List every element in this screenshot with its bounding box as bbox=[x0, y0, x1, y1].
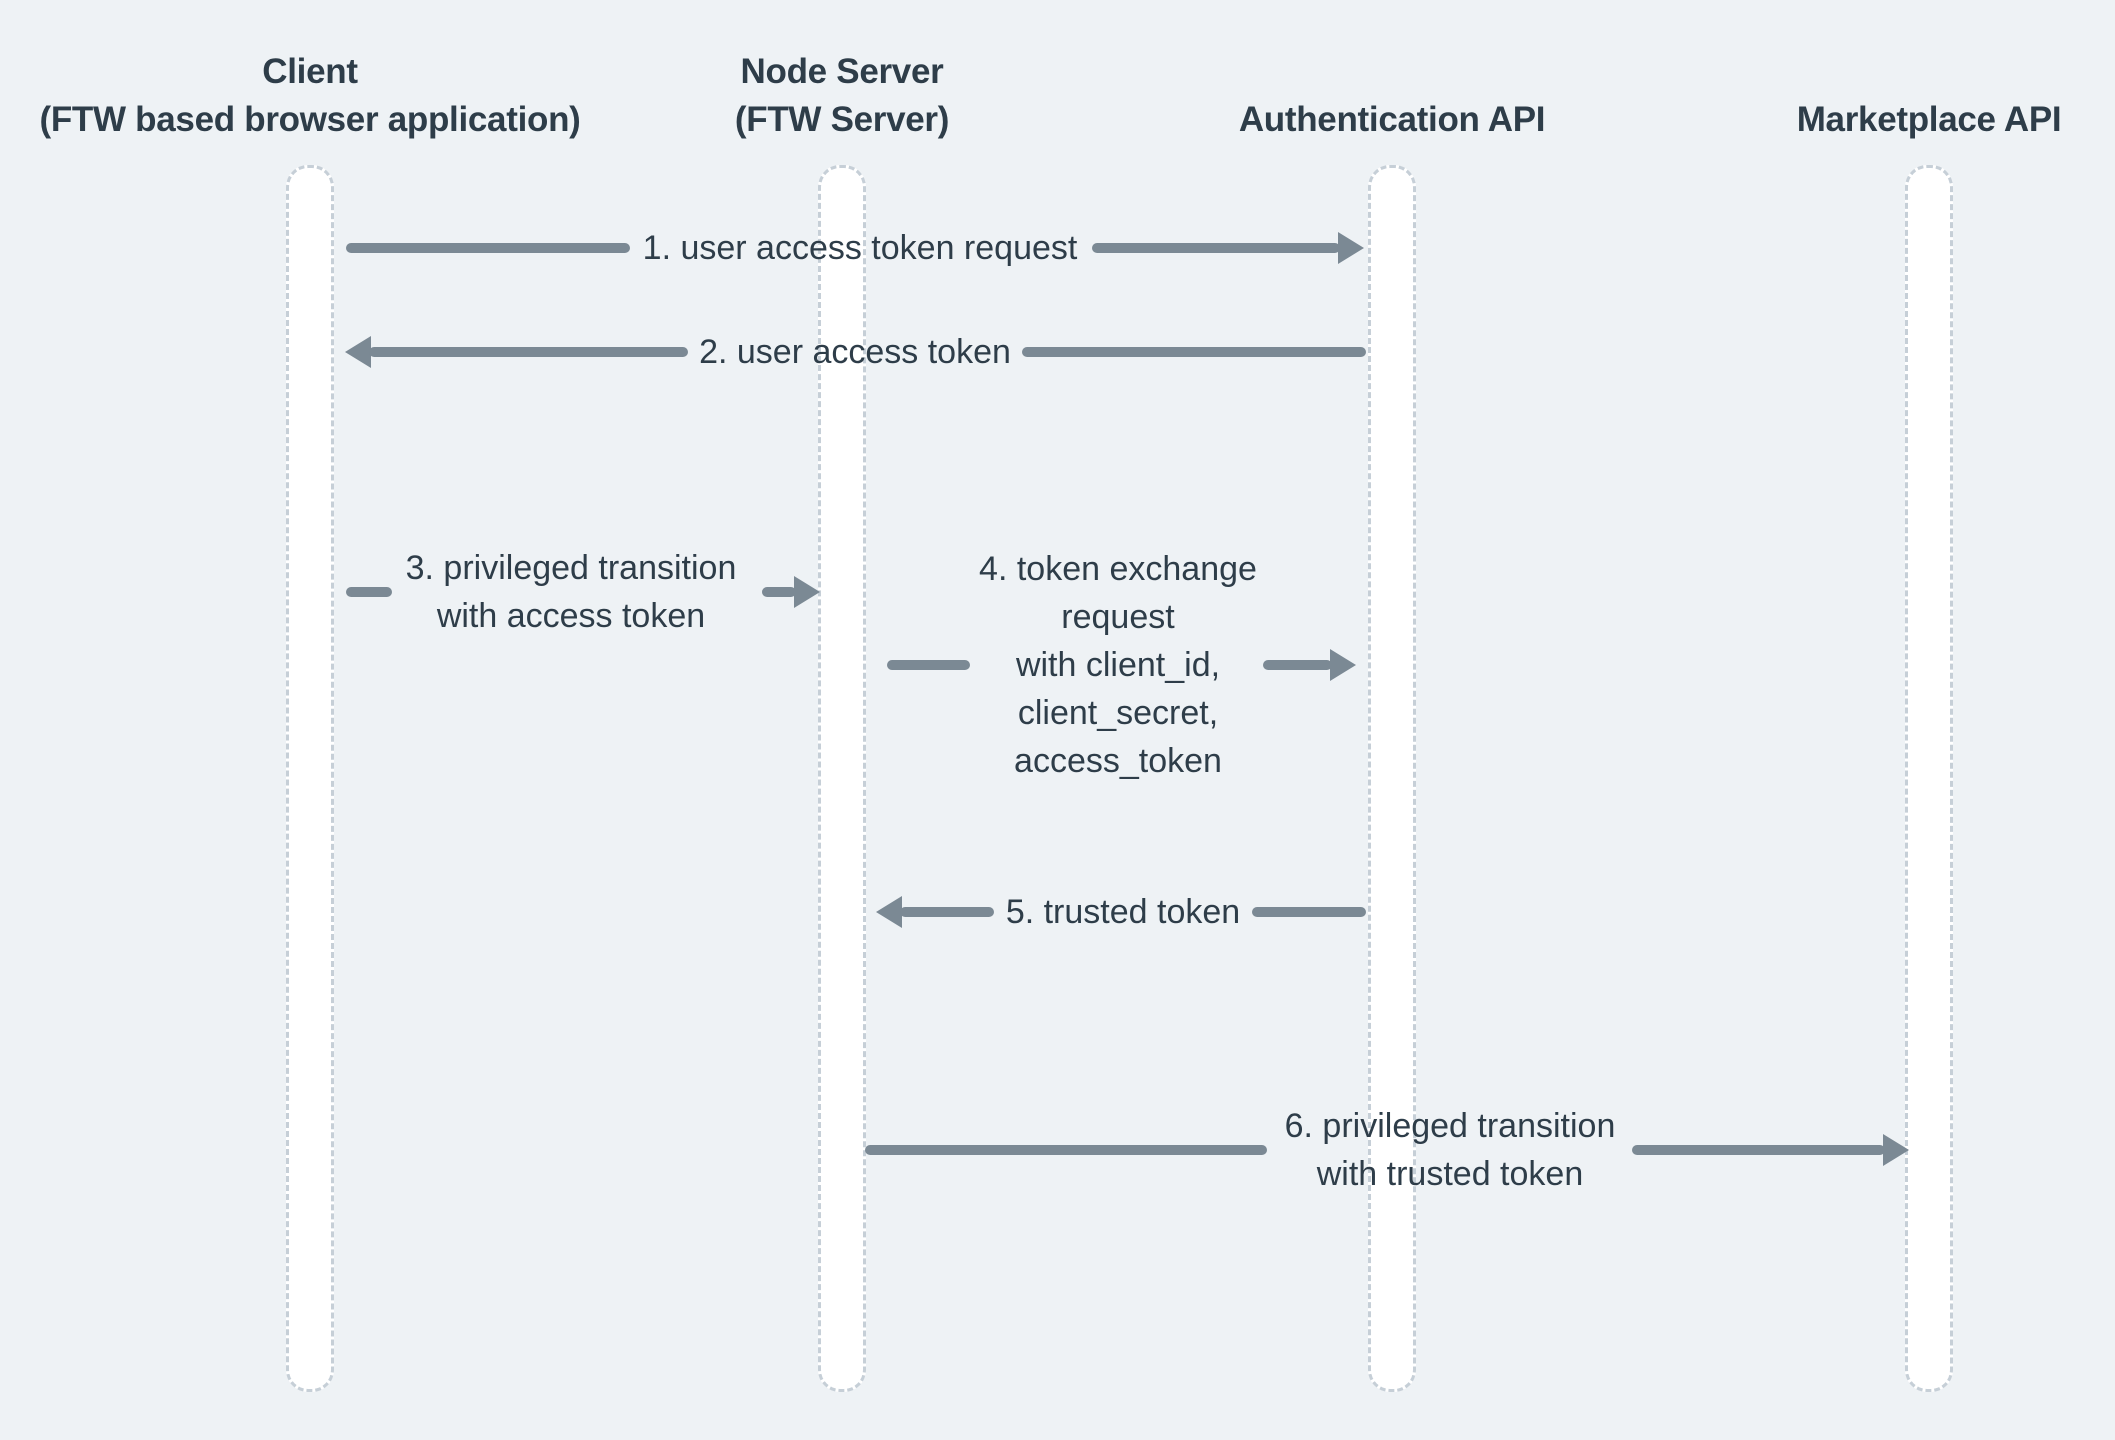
message-line bbox=[1632, 1145, 1885, 1155]
message-label-line: 5. trusted token bbox=[1005, 893, 1241, 931]
lifeline-auth-api bbox=[1368, 165, 1416, 1392]
message-line bbox=[900, 907, 994, 917]
message-label-line: with access token bbox=[436, 597, 706, 635]
message-line bbox=[1022, 347, 1366, 357]
participant-name: Authentication API bbox=[1238, 100, 1546, 139]
message-line bbox=[369, 347, 688, 357]
participant-name: Node Server bbox=[740, 52, 944, 91]
message-label-line: request bbox=[1061, 598, 1175, 636]
participant-header-marketplace-api: Marketplace API bbox=[1797, 48, 2062, 144]
message-label-line: 6. privileged transition bbox=[1284, 1107, 1616, 1145]
message-label: 5. trusted token bbox=[1006, 888, 1240, 936]
arrowhead-left-icon bbox=[876, 896, 902, 928]
message-line bbox=[346, 243, 630, 253]
message-label-line: 2. user access token bbox=[699, 333, 1011, 371]
participant-header-client: Client (FTW based browser application) bbox=[39, 48, 580, 144]
message-line bbox=[762, 587, 796, 597]
participant-header-node-server: Node Server (FTW Server) bbox=[734, 48, 950, 144]
message-label: 3. privileged transition with access tok… bbox=[406, 544, 737, 640]
participant-header-auth-api: Authentication API bbox=[1238, 48, 1546, 144]
message-line bbox=[1092, 243, 1340, 253]
message-line bbox=[1263, 660, 1332, 670]
message-label-line: 4. token exchange bbox=[979, 550, 1257, 588]
message-label: 4. token exchange request with client_id… bbox=[979, 545, 1257, 785]
message-label-line: client_secret, bbox=[1017, 694, 1219, 732]
message-label-line: with trusted token bbox=[1316, 1155, 1584, 1193]
message-line bbox=[346, 587, 392, 597]
participant-name: Client bbox=[262, 52, 358, 91]
message-label-line: with client_id, bbox=[1015, 646, 1221, 684]
arrowhead-right-icon bbox=[1338, 232, 1364, 264]
message-label: 1. user access token request bbox=[643, 224, 1078, 272]
lifeline-marketplace-api bbox=[1905, 165, 1953, 1392]
participant-subtitle: (FTW based browser application) bbox=[39, 100, 581, 139]
participant-subtitle: (FTW Server) bbox=[734, 100, 950, 139]
participant-name: Marketplace API bbox=[1796, 100, 2062, 139]
message-label: 6. privileged transition with trusted to… bbox=[1285, 1102, 1616, 1198]
lifeline-client bbox=[286, 165, 334, 1392]
message-label: 2. user access token bbox=[699, 328, 1011, 376]
arrowhead-right-icon bbox=[1883, 1134, 1909, 1166]
message-line bbox=[865, 1145, 1267, 1155]
message-label-line: 1. user access token request bbox=[642, 229, 1078, 267]
message-label-line: access_token bbox=[1014, 742, 1222, 780]
message-line bbox=[887, 660, 970, 670]
arrowhead-left-icon bbox=[345, 336, 371, 368]
lifeline-node-server bbox=[818, 165, 866, 1392]
message-line bbox=[1252, 907, 1366, 917]
arrowhead-right-icon bbox=[1330, 649, 1356, 681]
message-label-line: 3. privileged transition bbox=[405, 549, 737, 587]
arrowhead-right-icon bbox=[794, 576, 820, 608]
